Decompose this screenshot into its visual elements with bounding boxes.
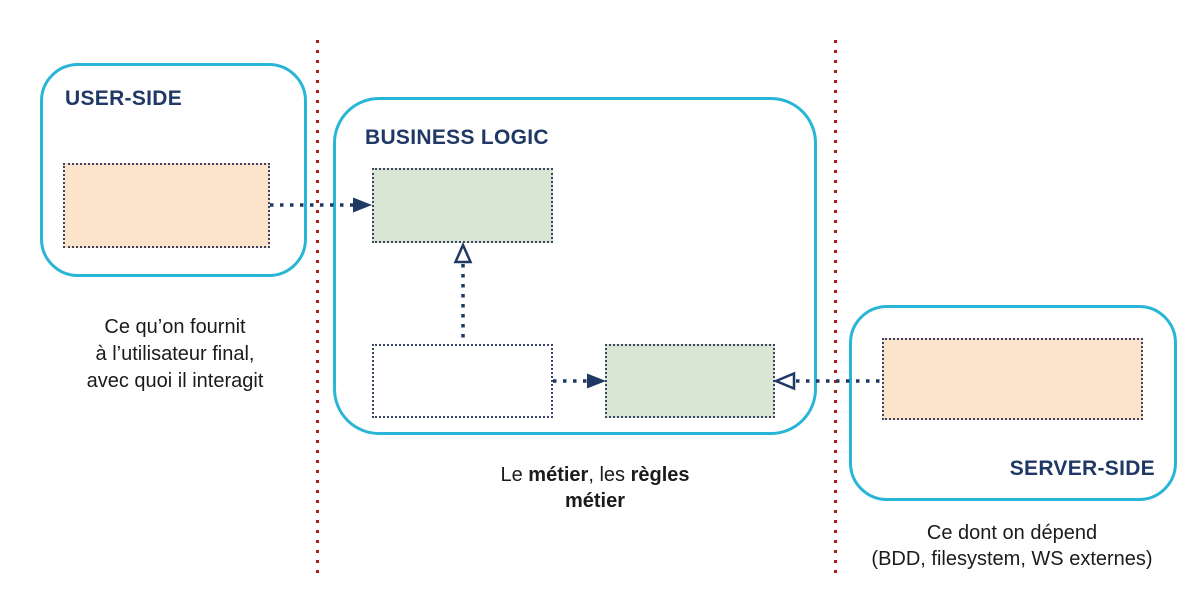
caption-fragment-bold: métier [564,490,626,512]
user-side-title: USER-SIDE [65,87,183,110]
arrow-core-to-exit-icon [553,373,606,389]
user-side-caption: Ce qu’on fournit à l’utilisateur final, … [30,314,320,395]
business-logic-title: BUSINESS LOGIC [365,126,549,149]
caption-line: Ce qu’on fournit [104,316,246,338]
caption-fragment-bold: métier [528,464,589,486]
business-exit-adapter-rect [605,344,775,418]
separator-dotted-line-right [834,40,837,573]
server-side-title: SERVER-SIDE [1009,457,1155,480]
user-interface-rect [63,163,270,248]
arrow-user-to-business-icon [270,197,372,213]
caption-line: (BDD, filesystem, WS externes) [871,548,1153,570]
caption-fragment: , les [588,464,631,486]
server-side-caption: Ce dont on dépend (BDD, filesystem, WS e… [822,520,1200,572]
caption-line: avec quoi il interagit [86,370,264,392]
business-core-rect [372,344,553,418]
user-side-box: USER-SIDE [40,63,307,277]
caption-line: à l’utilisateur final, [95,343,255,365]
arrow-server-to-business-icon [773,371,882,391]
server-side-box: SERVER-SIDE [849,305,1177,501]
caption-fragment-bold: règles [630,464,690,486]
caption-fragment: Le [500,464,529,486]
business-logic-box: BUSINESS LOGIC [333,97,817,435]
business-entry-adapter-rect [372,168,553,243]
server-dependency-rect [882,338,1143,420]
caption-line: Ce dont on dépend [926,522,1098,544]
arrow-core-to-entry-icon [453,242,473,344]
separator-dotted-line-left [316,40,319,573]
